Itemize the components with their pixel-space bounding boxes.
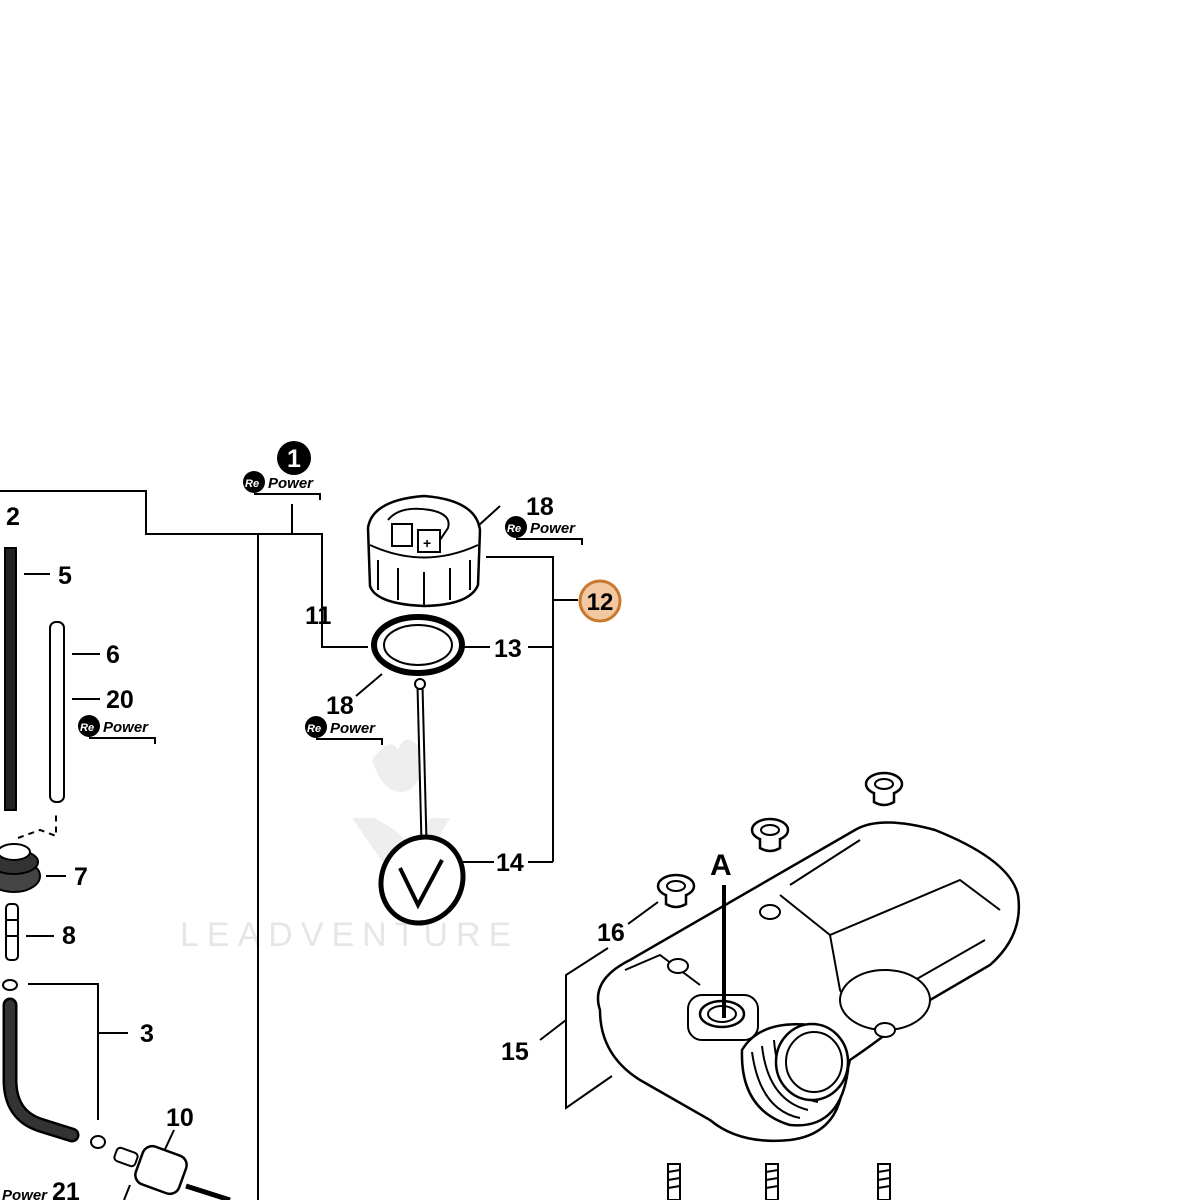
repower-label: Power xyxy=(103,719,149,736)
repower-label: Power xyxy=(330,720,376,737)
repower-prefix: Re xyxy=(507,523,521,535)
callout-12-label: 12 xyxy=(587,589,614,616)
repower-prefix: Re xyxy=(307,723,321,735)
callout-6[interactable]: 6 xyxy=(106,641,120,669)
repower-label: Power xyxy=(2,1187,48,1200)
callout-12-highlighted[interactable]: 12 xyxy=(578,579,622,623)
callout-21[interactable]: 21 xyxy=(52,1178,80,1200)
watermark: LEADVENTURE xyxy=(180,739,519,954)
part-5-fuel-hose xyxy=(4,547,50,811)
callout-18-bottom[interactable]: 18 xyxy=(326,692,354,720)
part-13-gasket xyxy=(355,614,553,697)
callout-18-top[interactable]: 18 xyxy=(526,493,554,521)
callout-20[interactable]: 20 xyxy=(106,686,134,714)
marker-a[interactable]: A xyxy=(710,849,732,882)
callout-11[interactable]: 11 xyxy=(305,602,332,630)
repower-label: Power xyxy=(268,475,314,492)
part-6-tube xyxy=(17,621,100,839)
part-15-fuel-tank xyxy=(539,821,1021,1143)
svg-text:+: + xyxy=(423,535,431,551)
callout-5[interactable]: 5 xyxy=(58,562,72,590)
part-14-fuel-pickup xyxy=(378,678,553,926)
repower-label: Power xyxy=(530,520,576,537)
repower-prefix: Re xyxy=(80,722,94,734)
repower-badge-21: Power xyxy=(2,1187,48,1200)
part-18-fuel-cap: + xyxy=(366,494,578,862)
watermark-text: LEADVENTURE xyxy=(180,916,519,954)
callout-16[interactable]: 16 xyxy=(597,919,625,947)
callout-7[interactable]: 7 xyxy=(74,863,88,891)
part-7-grommet xyxy=(0,843,66,893)
tank-studs xyxy=(667,1163,891,1200)
callout-1[interactable]: 1 xyxy=(277,441,311,475)
repower-prefix: Re xyxy=(245,478,259,490)
part-16-grommets xyxy=(656,771,904,909)
repower-badge-20: Re Power xyxy=(78,715,156,744)
callout-1-label: 1 xyxy=(287,445,301,473)
callout-10[interactable]: 10 xyxy=(166,1104,194,1132)
part-3-fuel-line xyxy=(2,983,128,1149)
repower-badge-18a: Re Power xyxy=(505,516,583,545)
callout-14[interactable]: 14 xyxy=(496,849,524,877)
callout-2[interactable]: 2 xyxy=(6,503,20,531)
repower-badge-18b: Re Power xyxy=(305,716,383,745)
callout-13[interactable]: 13 xyxy=(494,635,522,663)
part-8-fitting xyxy=(2,903,54,991)
repower-badge-1: Re Power xyxy=(243,471,321,500)
part-10-fuel-filter xyxy=(113,1129,231,1200)
callout-3[interactable]: 3 xyxy=(140,1020,154,1048)
assembly-bracket-lines xyxy=(0,490,368,1200)
callout-8[interactable]: 8 xyxy=(62,922,76,950)
callout-15[interactable]: 15 xyxy=(501,1038,529,1066)
